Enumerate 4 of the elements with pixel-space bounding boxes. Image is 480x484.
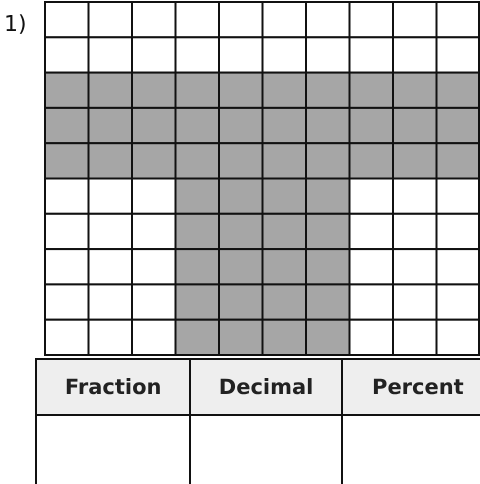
column-header: Decimal: [190, 359, 342, 415]
column-header: Fraction: [36, 359, 190, 415]
column-header: Percent: [342, 359, 480, 415]
question-number: 1): [4, 12, 27, 37]
